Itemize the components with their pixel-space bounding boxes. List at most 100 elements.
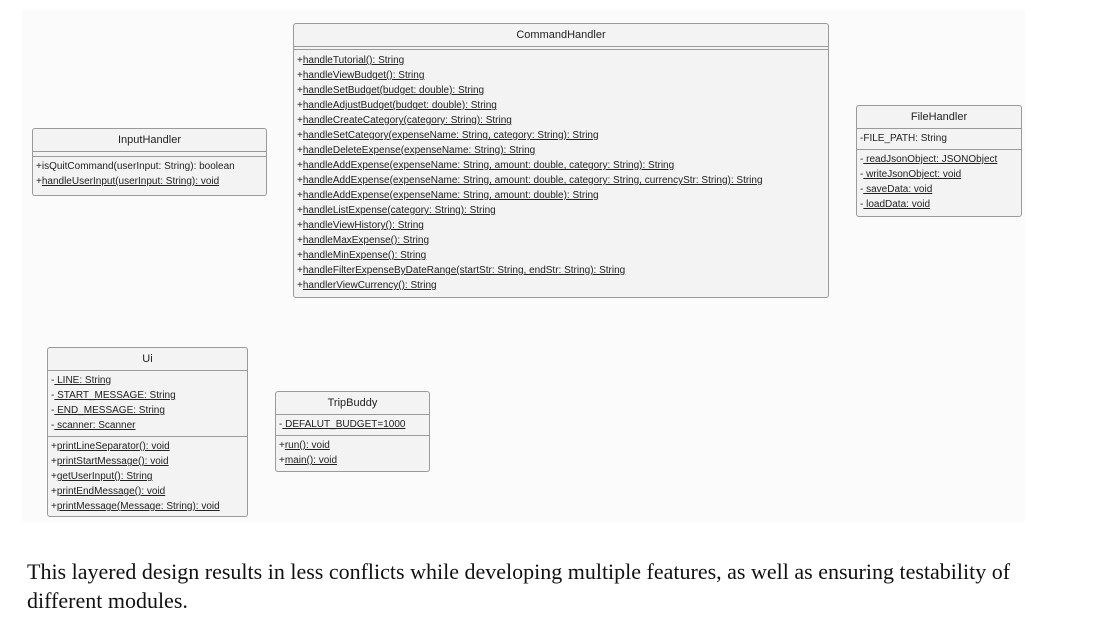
member-signature: handleSetCategory(expenseName: String, c… [302, 130, 599, 141]
methods-section: +printLineSeparator(): void+printStartMe… [48, 437, 247, 517]
visibility-marker: - [860, 184, 864, 195]
member-signature: LINE: String [54, 375, 112, 386]
attributes-section: - LINE: String- START_MESSAGE: String- E… [48, 371, 247, 437]
commandhandler-class-box: CommandHandler + handleTutorial(): String… [293, 23, 829, 298]
class-name: CommandHandler [294, 24, 828, 47]
method-entry: +getUserInput(): String [51, 469, 244, 484]
visibility-marker: + [51, 441, 57, 452]
visibility-marker: + [297, 85, 303, 96]
member-signature: handlerViewCurrency(): String [302, 280, 437, 291]
visibility-marker: - [860, 133, 864, 144]
member-signature: isQuitCommand(userInput: String): boolea… [41, 161, 235, 172]
member-signature: handleTutorial(): String [302, 55, 405, 66]
member-signature: handleAddExpense(expenseName: String, am… [302, 190, 599, 201]
visibility-marker: + [297, 220, 303, 231]
method-entry: - loadData: void [860, 197, 1018, 212]
member-signature: printLineSeparator(): void [56, 441, 170, 452]
member-signature: writeJsonObject: void [863, 169, 962, 180]
visibility-marker: + [297, 205, 303, 216]
method-entry: +printMessage(Message: String): void [51, 499, 244, 514]
member-signature: handleViewBudget(): String [302, 70, 425, 81]
visibility-marker: + [36, 161, 42, 172]
method-entry: - writeJsonObject: void [860, 167, 1018, 182]
attributes-section [294, 47, 828, 50]
method-entry: +handleCreateCategory(category: String):… [297, 113, 825, 128]
visibility-marker: + [297, 160, 303, 171]
method-entry: +handleMinExpense(): String [297, 248, 825, 263]
class-name: TripBuddy [276, 392, 429, 415]
member-signature: handleDeleteExpense(expenseName: String)… [302, 145, 536, 156]
member-signature: handleAddExpense(expenseName: String, am… [302, 175, 763, 186]
method-entry: +printStartMessage(): void [51, 454, 244, 469]
uml-class-diagram: CommandHandler + handleTutorial(): String… [22, 10, 1025, 522]
visibility-marker: + [51, 471, 57, 482]
method-entry: - readJsonObject: JSONObject [860, 152, 1018, 167]
member-signature: readJsonObject: JSONObject [863, 154, 998, 165]
method-entry: +isQuitCommand(userInput: String): boole… [36, 159, 263, 174]
visibility-marker: + [297, 280, 303, 291]
member-signature: loadData: void [863, 199, 931, 210]
method-entry: +handleViewBudget(): String [297, 68, 825, 83]
visibility-marker: + [297, 250, 303, 261]
visibility-marker: + [297, 175, 303, 186]
visibility-marker: + [279, 440, 285, 451]
member-signature: scanner: Scanner [54, 420, 136, 431]
visibility-marker: - [860, 199, 864, 210]
member-signature: main(): void [284, 455, 338, 466]
method-entry: +handleAddExpense(expenseName: String, a… [297, 158, 825, 173]
attribute-entry: - START_MESSAGE: String [51, 388, 244, 403]
visibility-marker: + [297, 115, 303, 126]
visibility-marker: + [51, 501, 57, 512]
member-signature: handleFilterExpenseByDateRange(startStr:… [302, 265, 626, 276]
method-entry: +handleAddExpense(expenseName: String, a… [297, 188, 825, 203]
visibility-marker: + [36, 176, 42, 187]
attribute-entry: - LINE: String [51, 373, 244, 388]
visibility-marker: - [279, 419, 283, 430]
filehandler-class-box: FileHandler -FILE_PATH: String - readJso… [856, 105, 1022, 217]
member-signature: printStartMessage(): void [56, 456, 169, 467]
member-signature: START_MESSAGE: String [54, 390, 176, 401]
member-signature: FILE_PATH: String [863, 133, 947, 144]
inputhandler-class-box: InputHandler +isQuitCommand(userInput: S… [32, 128, 267, 196]
member-signature: handleMinExpense(): String [302, 250, 427, 261]
method-entry: +handleMaxExpense(): String [297, 233, 825, 248]
method-entry: +main(): void [279, 453, 426, 468]
visibility-marker: - [860, 169, 864, 180]
member-signature: saveData: void [863, 184, 933, 195]
member-signature: handleViewHistory(): String [302, 220, 424, 231]
member-signature: DEFALUT_BUDGET=1000 [282, 419, 406, 430]
methods-section: - readJsonObject: JSONObject- writeJsonO… [857, 150, 1021, 215]
member-signature: printMessage(Message: String): void [56, 501, 220, 512]
visibility-marker: + [51, 486, 57, 497]
class-name: InputHandler [33, 129, 266, 152]
class-name: FileHandler [857, 106, 1021, 129]
member-signature: handleListExpense(category: String): Str… [302, 205, 496, 216]
visibility-marker: + [297, 190, 303, 201]
member-signature: run(): void [284, 440, 330, 451]
member-signature: handleMaxExpense(): String [302, 235, 430, 246]
visibility-marker: + [297, 70, 303, 81]
attribute-entry: - DEFALUT_BUDGET=1000 [279, 417, 426, 432]
method-entry: +handleSetBudget(budget: double): String [297, 83, 825, 98]
visibility-marker: + [297, 235, 303, 246]
method-entry: +handleAdjustBudget(budget: double): Str… [297, 98, 825, 113]
member-signature: handleCreateCategory(category: String): … [302, 115, 512, 126]
visibility-marker: + [51, 456, 57, 467]
methods-section: +isQuitCommand(userInput: String): boole… [33, 157, 266, 192]
visibility-marker: + [297, 145, 303, 156]
visibility-marker: + [279, 455, 285, 466]
visibility-marker: - [51, 420, 55, 431]
member-signature: printEndMessage(): void [56, 486, 166, 497]
attribute-entry: - END_MESSAGE: String [51, 403, 244, 418]
visibility-marker: + [297, 100, 303, 111]
visibility-marker: + [297, 130, 303, 141]
member-signature: END_MESSAGE: String [54, 405, 165, 416]
method-entry: +run(): void [279, 438, 426, 453]
method-entry: +printLineSeparator(): void [51, 439, 244, 454]
member-signature: handleUserInput(userInput: String): void [41, 176, 220, 187]
method-entry: +handleAddExpense(expenseName: String, a… [297, 173, 825, 188]
methods-section: +handleTutorial(): String+handleViewBudg… [294, 50, 828, 296]
caption-text: This layered design results in less conf… [27, 559, 1011, 613]
attributes-section: - DEFALUT_BUDGET=1000 [276, 415, 429, 436]
method-entry: +handleSetCategory(expenseName: String, … [297, 128, 825, 143]
